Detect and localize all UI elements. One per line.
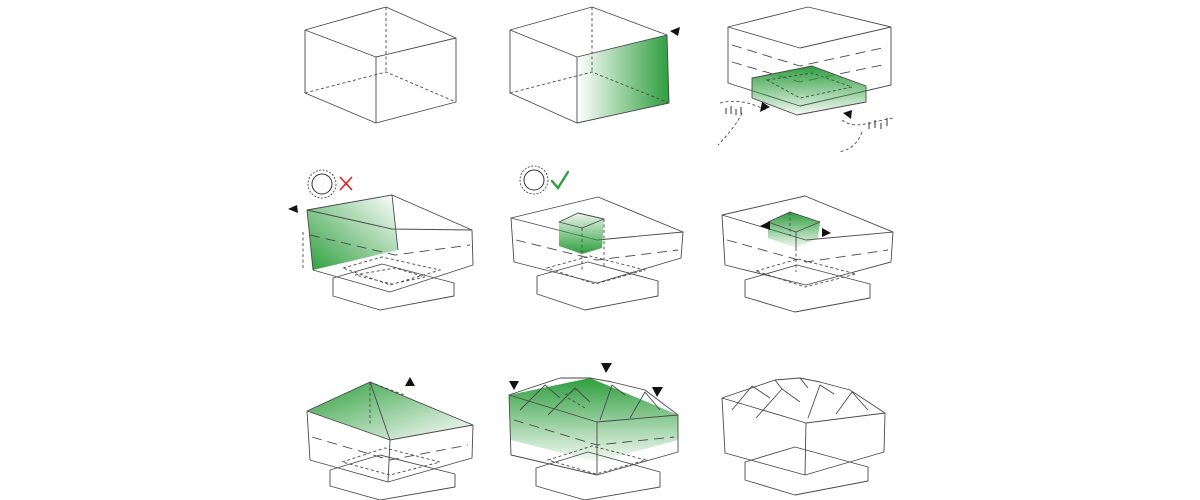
arrow-icon <box>601 363 612 373</box>
arrow-icon <box>760 102 770 112</box>
green-side-face <box>307 195 398 270</box>
cross-icon <box>339 176 353 191</box>
step-5-central-core <box>510 165 684 311</box>
arrow-icon <box>843 110 852 119</box>
step-4-side-face <box>288 169 474 311</box>
arrow-icon <box>405 377 415 386</box>
step-8-multi-roof <box>508 363 679 500</box>
sun-circle-icon <box>307 169 337 199</box>
arrow-icon <box>652 387 663 397</box>
arrow-icon <box>288 205 298 213</box>
sun-circle-icon <box>519 165 549 195</box>
green-facade-face <box>577 35 669 123</box>
step-2-facade-box <box>509 6 680 124</box>
arrow-icon <box>509 381 519 390</box>
arrow-icon <box>822 228 831 237</box>
step-9-final-massing <box>721 377 886 496</box>
step-3-lifted-box <box>717 6 894 153</box>
step-6-core-arrows <box>721 195 894 313</box>
step-7-sloped-roof <box>306 377 474 500</box>
green-core-block <box>768 212 820 248</box>
step-1-plain-box <box>304 6 457 124</box>
arrow-icon <box>760 221 770 230</box>
green-roof-mass <box>509 378 678 462</box>
check-icon <box>550 170 570 191</box>
arrow-icon <box>670 27 680 36</box>
people-icon <box>725 106 888 129</box>
